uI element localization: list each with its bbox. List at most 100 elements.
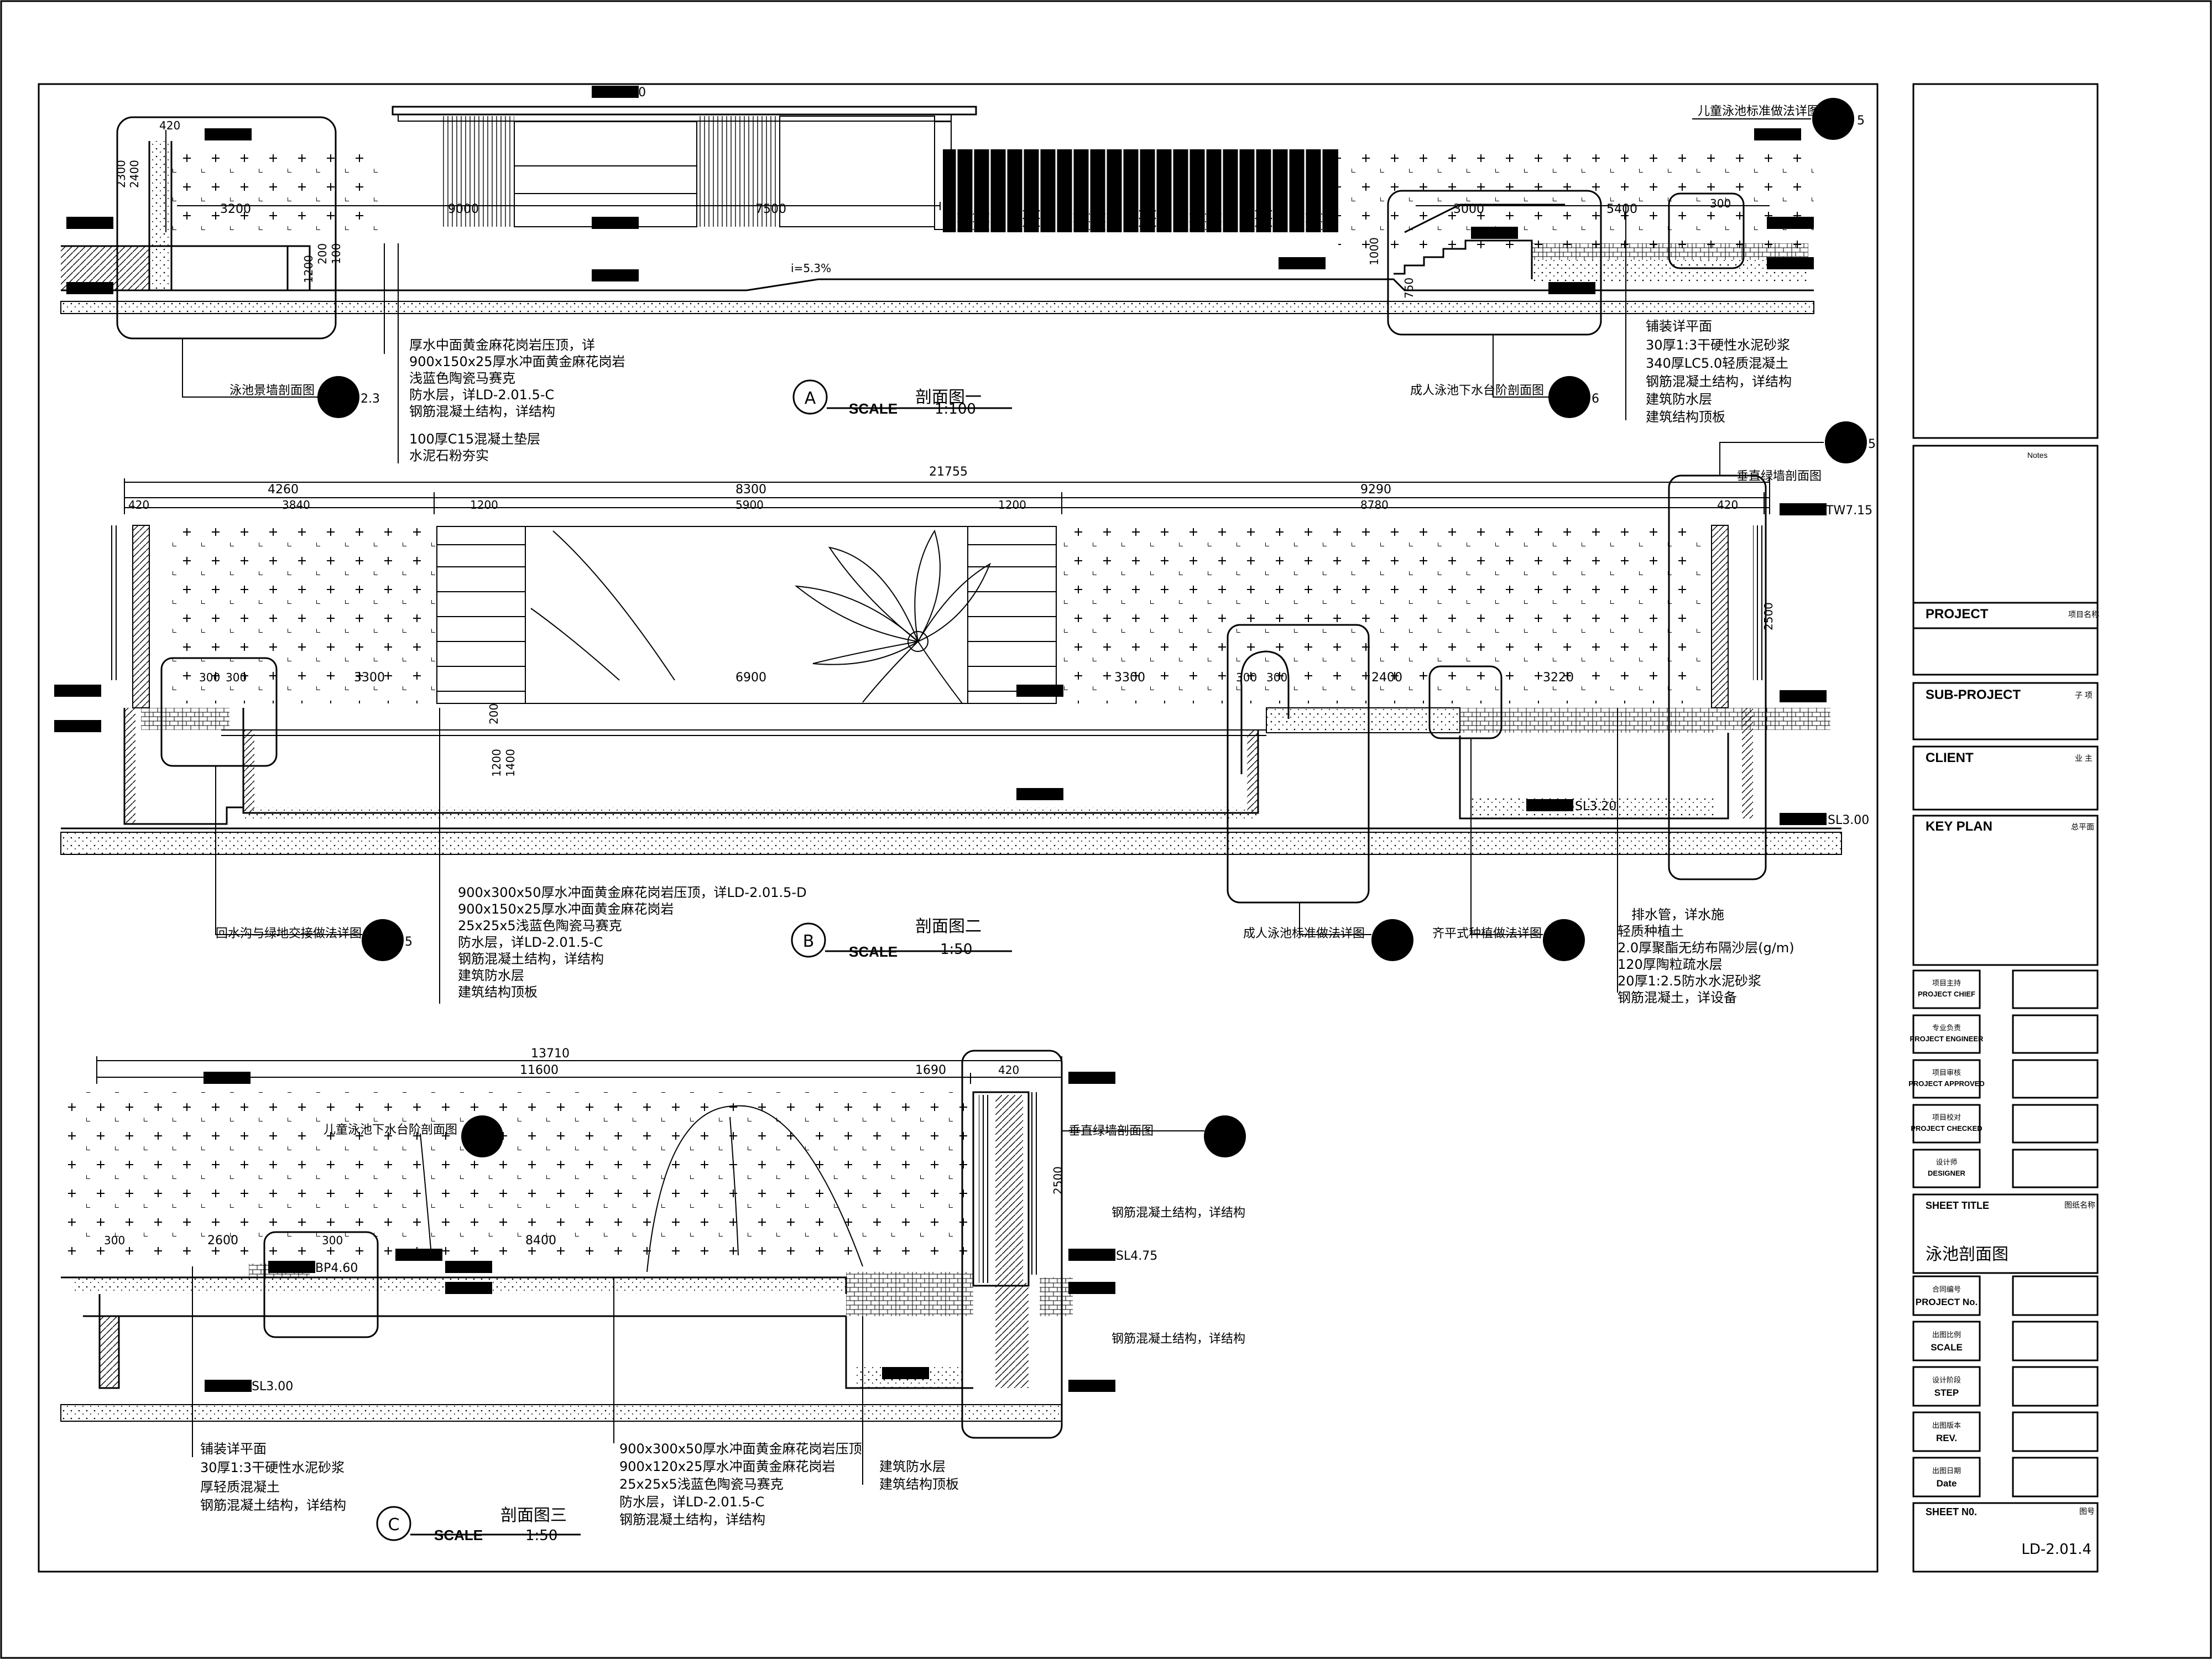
svg-text:200: 200 bbox=[487, 703, 500, 724]
svg-text:厚水中面黄金麻花岗岩压顶，详: 厚水中面黄金麻花岗岩压顶，详 bbox=[409, 337, 595, 353]
svg-text:3840: 3840 bbox=[282, 498, 310, 512]
sheet-title: 泳池剖面图 bbox=[1926, 1245, 2008, 1264]
svg-text:钢筋混凝土结构，详结构: 钢筋混凝土结构，详结构 bbox=[200, 1498, 346, 1513]
svg-text:钢筋混凝土结构，详结构: 钢筋混凝土结构，详结构 bbox=[458, 951, 604, 967]
svg-text:项目主持: 项目主持 bbox=[1932, 979, 1961, 987]
callout-child-pool-steps: 儿童泳池下水台阶剖面图 bbox=[324, 1123, 457, 1137]
svg-text:900x150x25厚水冲面黄金麻花岗岩: 900x150x25厚水冲面黄金麻花岗岩 bbox=[409, 354, 625, 369]
section-a-notes-right: 铺装详平面 30厚1:3干硬性水泥砂浆 340厚LC5.0轻质混凝土 钢筋混凝土… bbox=[1646, 319, 1792, 425]
svg-text:5: 5 bbox=[1868, 437, 1876, 451]
svg-text:7500: 7500 bbox=[755, 202, 786, 216]
svg-text:11600: 11600 bbox=[520, 1063, 559, 1077]
callout-green-wall: 垂直绿墙剖面图 bbox=[1736, 469, 1822, 483]
svg-text:5900: 5900 bbox=[735, 498, 764, 512]
elevation-bp460: BP4.60 bbox=[315, 1261, 358, 1275]
svg-text:建筑防水层: 建筑防水层 bbox=[458, 968, 524, 983]
svg-text:20厚1:2.5防水水泥砂浆: 20厚1:2.5防水水泥砂浆 bbox=[1618, 973, 1761, 989]
subproject-label: SUB-PROJECT bbox=[1926, 687, 2021, 702]
svg-text:1200: 1200 bbox=[470, 498, 498, 512]
meta-rows bbox=[1912, 1275, 2099, 1498]
svg-text:100: 100 bbox=[330, 243, 343, 264]
svg-text:图纸名称: 图纸名称 bbox=[2064, 1201, 2095, 1209]
sheet-title-cell bbox=[1912, 1193, 2099, 1274]
callout-child-pool-detail: 儿童泳池标准做法详图 bbox=[1698, 105, 1819, 118]
svg-text:SCALE: SCALE bbox=[849, 400, 898, 417]
callout-adult-pool-detail: 成人泳池标准做法详图 bbox=[1243, 927, 1365, 941]
svg-text:1200: 1200 bbox=[998, 498, 1026, 512]
svg-text:PROJECT APPROVED: PROJECT APPROVED bbox=[1908, 1079, 1985, 1088]
svg-text:300: 300 bbox=[104, 1234, 125, 1247]
svg-text:SCALE: SCALE bbox=[434, 1527, 483, 1543]
svg-text:420: 420 bbox=[998, 1063, 1019, 1077]
svg-text:750: 750 bbox=[1402, 278, 1416, 299]
svg-text:轻质种植土: 轻质种植土 bbox=[1618, 924, 1684, 939]
svg-text:REV.: REV. bbox=[1936, 1433, 1957, 1443]
drawing-frame bbox=[38, 83, 1879, 1573]
svg-text:钢筋混凝土结构，详结构: 钢筋混凝土结构，详结构 bbox=[1112, 1206, 1245, 1220]
section-b-notes-left: 900x300x50厚水冲面黄金麻花岗岩压顶，详LD-2.01.5-D 900x… bbox=[458, 885, 807, 1000]
svg-text:建筑结构顶板: 建筑结构顶板 bbox=[1646, 409, 1725, 425]
section-a-title: 剖面图一 bbox=[915, 388, 982, 407]
elevation-sl475: SL4.75 bbox=[1116, 1249, 1157, 1263]
svg-text:DESIGNER: DESIGNER bbox=[1928, 1169, 1966, 1177]
elevation-tw715: TW7.15 bbox=[1825, 504, 1872, 518]
section-c-marker: C bbox=[388, 1515, 400, 1535]
svg-text:1200: 1200 bbox=[302, 255, 315, 283]
notes-cell bbox=[1912, 445, 2099, 629]
svg-text:建筑结构顶板: 建筑结构顶板 bbox=[879, 1477, 959, 1492]
svg-text:PROJECT No.: PROJECT No. bbox=[1916, 1297, 1978, 1307]
project-label: PROJECT bbox=[1926, 607, 1989, 622]
svg-text:3220: 3220 bbox=[1543, 671, 1574, 685]
section-b-drawing bbox=[54, 421, 1867, 1004]
callout-planter-detail: 齐平式种植做法详图 bbox=[1432, 927, 1542, 941]
svg-text:子 项: 子 项 bbox=[2075, 691, 2093, 700]
svg-text:5400: 5400 bbox=[1606, 202, 1637, 216]
svg-text:8780: 8780 bbox=[1360, 498, 1389, 512]
svg-text:项目校对: 项目校对 bbox=[1932, 1113, 1961, 1121]
svg-text:25x25x5浅蓝色陶瓷马赛克: 25x25x5浅蓝色陶瓷马赛克 bbox=[619, 1477, 784, 1492]
svg-text:防水层，详LD-2.01.5-C: 防水层，详LD-2.01.5-C bbox=[458, 935, 603, 950]
svg-text:Date: Date bbox=[1937, 1478, 1957, 1489]
section-c-notes-center: 900x300x50厚水冲面黄金麻花岗岩压顶 900x120x25厚水冲面黄金麻… bbox=[619, 1441, 862, 1527]
svg-text:SCALE: SCALE bbox=[1931, 1342, 1963, 1353]
title-block-top-cell bbox=[1912, 83, 2099, 439]
svg-text:200: 200 bbox=[316, 243, 329, 264]
role-rows bbox=[1912, 969, 2099, 1188]
svg-text:水泥石粉夯实: 水泥石粉夯实 bbox=[409, 448, 489, 463]
svg-text:2500: 2500 bbox=[1762, 602, 1775, 630]
svg-text:300: 300 bbox=[226, 671, 247, 684]
svg-text:合同编号: 合同编号 bbox=[1932, 1285, 1961, 1293]
svg-text:120厚陶粒疏水层: 120厚陶粒疏水层 bbox=[1618, 957, 1723, 972]
svg-text:钢筋混凝土结构，详结构: 钢筋混凝土结构，详结构 bbox=[1646, 374, 1792, 389]
client-label: CLIENT bbox=[1926, 750, 1974, 765]
svg-text:项目审核: 项目审核 bbox=[1932, 1068, 1961, 1077]
svg-text:2400: 2400 bbox=[1371, 671, 1402, 685]
section-a-drawing bbox=[60, 86, 1854, 463]
svg-text:排水管，详水施: 排水管，详水施 bbox=[1631, 907, 1724, 922]
section-a-notes-left: 厚水中面黄金麻花岗岩压顶，详 900x150x25厚水冲面黄金麻花岗岩 浅蓝色陶… bbox=[409, 337, 625, 463]
client-cell bbox=[1912, 745, 2099, 811]
elevation-sl300: SL3.00 bbox=[1828, 813, 1869, 827]
svg-text:STEP: STEP bbox=[1934, 1387, 1959, 1398]
svg-text:SCALE: SCALE bbox=[849, 943, 898, 960]
svg-text:8300: 8300 bbox=[735, 483, 766, 497]
svg-text:340厚LC5.0轻质混凝土: 340厚LC5.0轻质混凝土 bbox=[1646, 356, 1788, 371]
svg-text:出图日期: 出图日期 bbox=[1932, 1467, 1961, 1475]
svg-text:1200: 1200 bbox=[490, 749, 503, 777]
svg-text:3300: 3300 bbox=[1114, 671, 1145, 685]
sheet-no-cell bbox=[1912, 1502, 2099, 1573]
section-a-text: TW8.30 420 2300 2400 3200 9000 7500 3000… bbox=[114, 86, 1865, 463]
svg-text:300: 300 bbox=[1266, 671, 1287, 684]
elevation-sl300-c: SL3.00 bbox=[252, 1380, 293, 1394]
svg-text:1:50: 1:50 bbox=[940, 941, 972, 958]
svg-text:项目名称: 项目名称 bbox=[2068, 610, 2099, 619]
section-c-title: 剖面图三 bbox=[500, 1506, 567, 1525]
svg-text:900x300x50厚水冲面黄金麻花岗岩压顶: 900x300x50厚水冲面黄金麻花岗岩压顶 bbox=[619, 1441, 862, 1457]
section-c-text: 13710 11600 1690 420 300 2600 300 8400 2… bbox=[104, 1047, 1245, 1544]
svg-text:钢筋混凝土结构，详结构: 钢筋混凝土结构，详结构 bbox=[409, 404, 555, 419]
callout-adult-pool-steps: 成人泳池下水台阶剖面图 bbox=[1410, 384, 1544, 398]
svg-text:钢筋混凝土结构，详结构: 钢筋混凝土结构，详结构 bbox=[1112, 1332, 1245, 1346]
svg-text:420: 420 bbox=[128, 498, 149, 512]
callout-green-wall-c: 垂直绿墙剖面图 bbox=[1068, 1124, 1154, 1138]
svg-text:6900: 6900 bbox=[735, 671, 766, 685]
